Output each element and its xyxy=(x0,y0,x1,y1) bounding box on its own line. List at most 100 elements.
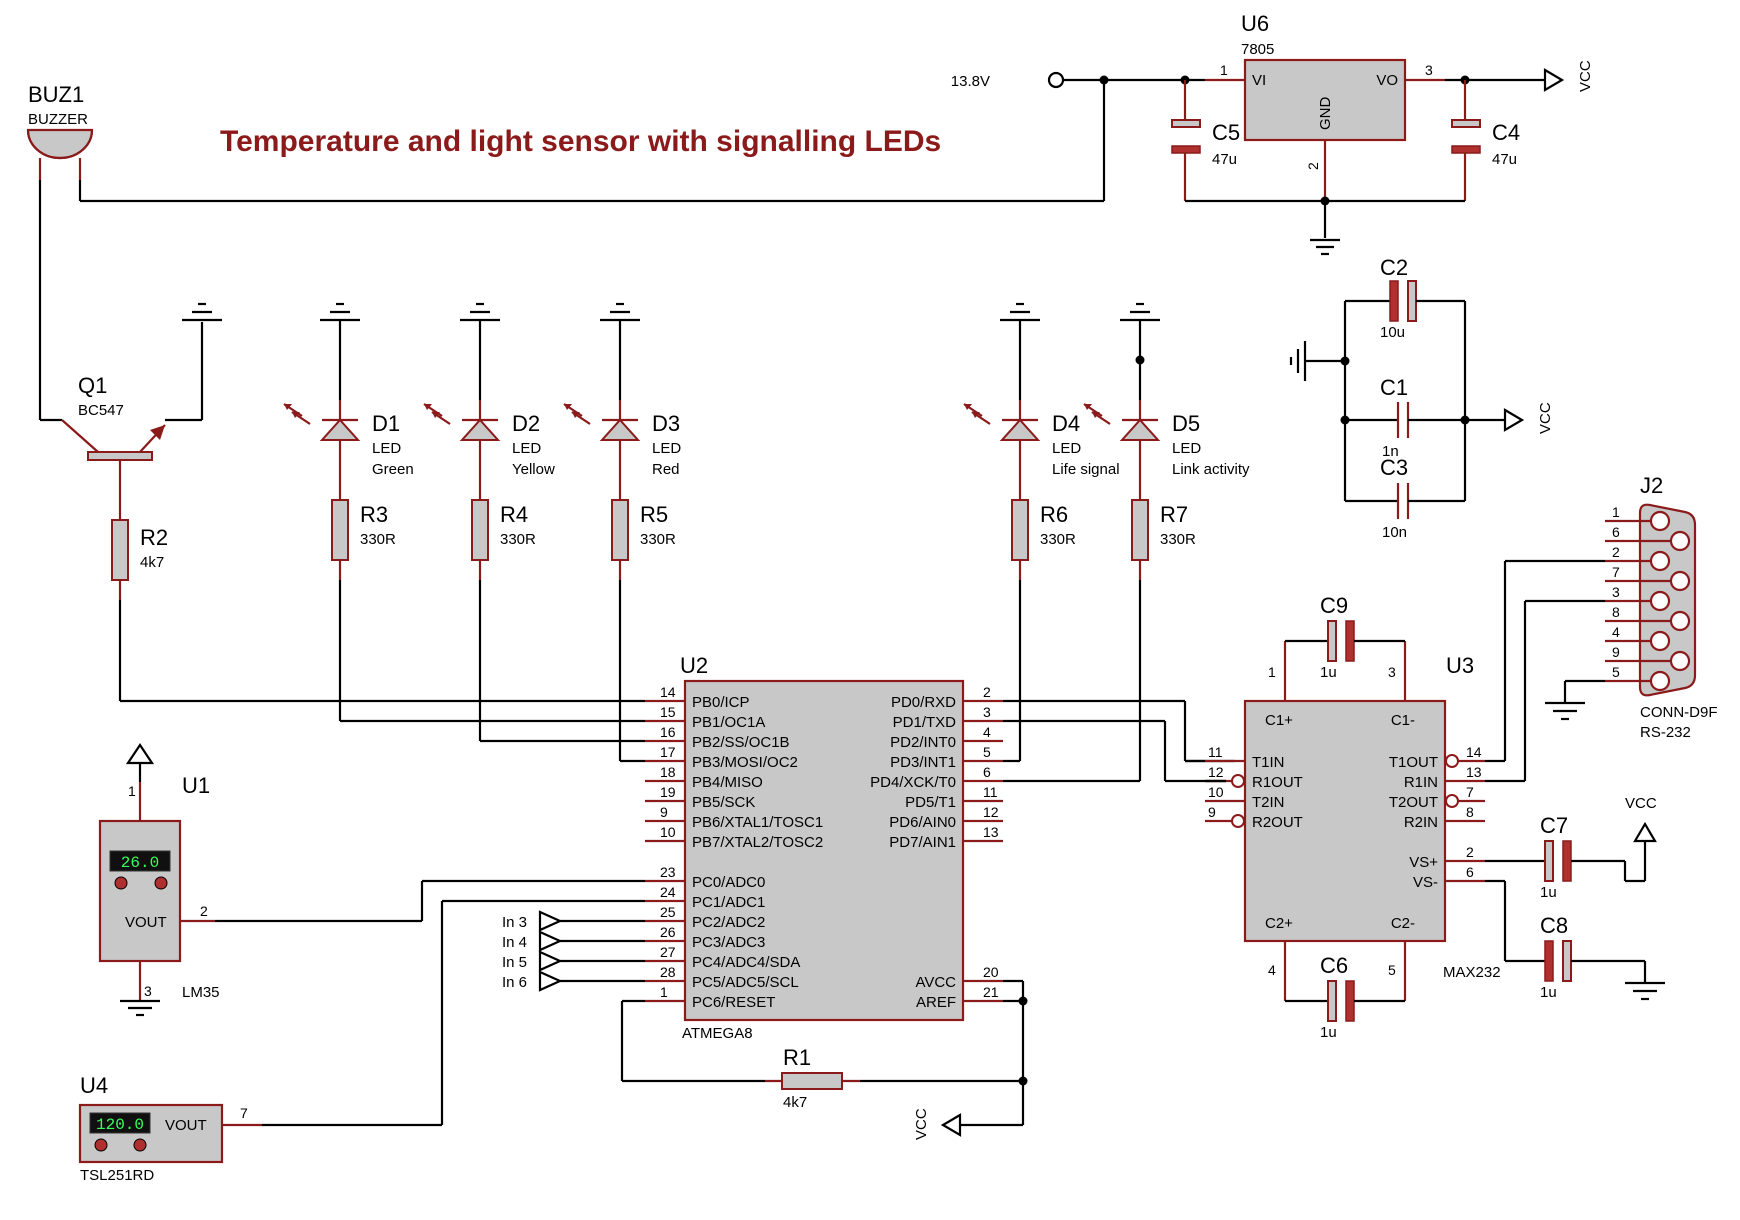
buz1-value: BUZZER xyxy=(28,111,88,128)
c9-ref: C9 xyxy=(1320,593,1348,618)
d5-label: Link activity xyxy=(1172,461,1250,478)
j2-desc: RS-232 xyxy=(1640,724,1691,741)
d4-type: LED xyxy=(1052,440,1081,457)
power-supply-section: 13.8V U6 7805 VI VO GND 1 3 2 VCC C5 47u xyxy=(80,11,1594,256)
input-label-3: In 3 xyxy=(502,914,527,931)
u3-pin-12: 12 xyxy=(1208,764,1224,780)
vcc-arrow-reset xyxy=(940,1113,962,1137)
led-icon xyxy=(1119,418,1161,441)
u2-pinlabel-4: PD2/INT0 xyxy=(890,734,956,751)
u2-pin-1: 1 xyxy=(660,984,668,1000)
u3-pin-13: 13 xyxy=(1466,764,1482,780)
d1-ref: D1 xyxy=(372,411,400,436)
led-icon xyxy=(459,418,501,441)
c3-ref: C3 xyxy=(1380,455,1408,480)
d1-type: LED xyxy=(372,440,401,457)
input-terminal xyxy=(1047,71,1065,89)
u3-pin1: 1 xyxy=(1268,664,1276,680)
d2-label: Yellow xyxy=(512,461,555,478)
r5-value: 330R xyxy=(640,531,676,548)
u4-light-sensor: U4 120.0 VOUT 7 TSL251RD xyxy=(78,1073,262,1184)
u3-pin-10: 10 xyxy=(1208,784,1224,800)
r7-value: 330R xyxy=(1160,531,1196,548)
u6-value: 7805 xyxy=(1241,41,1274,58)
ground-symbol-u1 xyxy=(120,999,160,1017)
u2-pinlabel-15: PB1/OC1A xyxy=(692,714,765,731)
r3-value: 330R xyxy=(360,531,396,548)
vcc-label-c7: VCC xyxy=(1625,795,1657,812)
u2-pin-3: 3 xyxy=(983,704,991,720)
led-icon xyxy=(319,418,361,441)
j2-pin-3: 3 xyxy=(1612,584,1620,600)
j2-pin-8: 8 xyxy=(1612,604,1620,620)
u2-pinlabel-21: AREF xyxy=(916,994,956,1011)
u6-vo-label: VO xyxy=(1376,72,1398,89)
j2-socket-4 xyxy=(1649,630,1671,652)
u3-pin4: 4 xyxy=(1268,962,1276,978)
c7-ref: C7 xyxy=(1540,813,1568,838)
u6-pin2: 2 xyxy=(1305,162,1321,170)
r4-value: 330R xyxy=(500,531,536,548)
c5-ref: C5 xyxy=(1212,120,1240,145)
input-arrow-6 xyxy=(538,970,563,992)
u2-pin-4: 4 xyxy=(983,724,991,740)
c4-plate-plus xyxy=(1451,119,1481,128)
c5-value: 47u xyxy=(1212,151,1237,168)
u2-pin-17: 17 xyxy=(660,744,676,760)
j2-socket-2 xyxy=(1649,550,1671,572)
u3-pinlabel-14: T1OUT xyxy=(1389,754,1438,771)
u2-value: ATMEGA8 xyxy=(682,1025,753,1042)
vcc-label-reset: VCC xyxy=(913,1108,930,1140)
c5-plate-minus xyxy=(1171,145,1201,154)
analog-input-terminals: In 3In 4In 5In 6 xyxy=(502,910,645,992)
d4-ref: D4 xyxy=(1052,411,1080,436)
d4-label: Life signal xyxy=(1052,461,1120,478)
u1-lm35-sensor: U1 1 26.0 VOUT 2 3 LM35 xyxy=(98,743,220,1017)
resistor-r2: R2 4k7 xyxy=(111,490,645,703)
u3-pin3: 3 xyxy=(1388,664,1396,680)
u2-pinlabel-14: PB0/ICP xyxy=(692,694,750,711)
u2-pinlabel-9: PB6/XTAL1/TOSC1 xyxy=(692,814,823,831)
d5-ref: D5 xyxy=(1172,411,1200,436)
u3-max232: U3 C1+ C1- C2+ C2- 11T1IN12R1OUT10T2IN9R… xyxy=(1185,593,1665,1041)
schematic-title: Temperature and light sensor with signal… xyxy=(220,125,941,158)
u2-pinlabel-23: PC0/ADC0 xyxy=(692,874,765,891)
u2-pinlabel-27: PC4/ADC4/SDA xyxy=(692,954,800,971)
u2-pin-26: 26 xyxy=(660,924,676,940)
u2-pin-18: 18 xyxy=(660,764,676,780)
led-icon xyxy=(599,418,641,441)
u4-vout-label: VOUT xyxy=(165,1117,207,1134)
u1-value: LM35 xyxy=(182,984,220,1001)
c8-value: 1u xyxy=(1540,984,1557,1001)
c6-ref: C6 xyxy=(1320,953,1348,978)
u2-pin-28: 28 xyxy=(660,964,676,980)
vcc-arrow-caps xyxy=(1503,408,1525,432)
decoupling-caps: C2 10u C1 1n C3 10n VCC xyxy=(1289,255,1554,541)
c9-value: 1u xyxy=(1320,664,1337,681)
u2-pinlabel-3: PD1/TXD xyxy=(893,714,957,731)
u3-pin-8: 8 xyxy=(1466,804,1474,820)
j2-pin-9: 9 xyxy=(1612,644,1620,660)
u6-pin1: 1 xyxy=(1220,62,1228,78)
u2-pin-20: 20 xyxy=(983,964,999,980)
input-label-5: In 5 xyxy=(502,954,527,971)
u2-pinlabel-12: PD6/AIN0 xyxy=(889,814,956,831)
q1-ref: Q1 xyxy=(78,373,107,398)
u3-ref: U3 xyxy=(1446,653,1474,678)
u2-ref: U2 xyxy=(680,653,708,678)
u3-c1m-label: C1- xyxy=(1391,712,1415,729)
input-arrow-5 xyxy=(538,950,563,972)
d3-type: LED xyxy=(652,440,681,457)
c2-ref: C2 xyxy=(1380,255,1408,280)
input-label-4: In 4 xyxy=(502,934,527,951)
j2-ref: J2 xyxy=(1640,473,1663,498)
input-arrow-3 xyxy=(538,910,563,932)
u1-ref: U1 xyxy=(182,773,210,798)
ground-symbol-d3 xyxy=(600,302,640,322)
